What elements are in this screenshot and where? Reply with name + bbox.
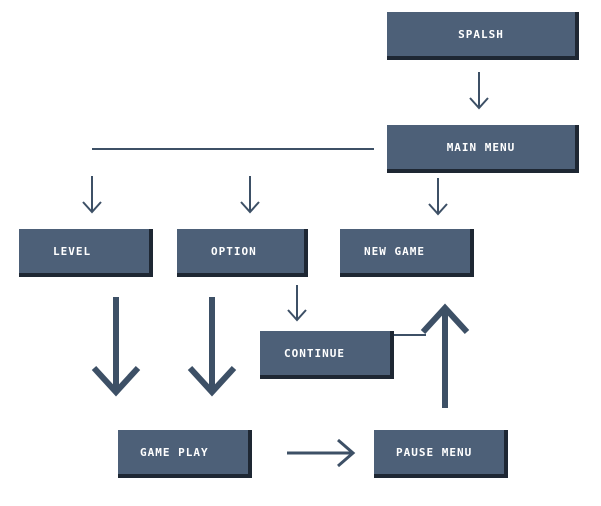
option-node[interactable]: OPTION	[177, 229, 308, 277]
continue-node[interactable]: CONTINUE	[260, 331, 394, 379]
arrow-main-menu-to-new-game	[428, 178, 448, 216]
arrow-level-to-game-play	[91, 297, 141, 397]
new-game-node[interactable]: NEW GAME	[340, 229, 474, 277]
arrow-pause-menu-to-new-game	[420, 303, 470, 408]
arrow-option-to-game-play	[187, 297, 237, 397]
arrow-splash-to-main-menu	[469, 72, 489, 110]
level-node[interactable]: LEVEL	[19, 229, 153, 277]
arrow-game-play-to-pause-menu	[287, 438, 356, 468]
arrow-option-to-continue	[287, 285, 307, 322]
splash-node[interactable]: SPALSH	[387, 12, 579, 60]
arrow-to-option	[240, 176, 260, 214]
game-play-node[interactable]: GAME PLAY	[118, 430, 252, 478]
pause-menu-node[interactable]: PAUSE MENU	[374, 430, 508, 478]
main-menu-node[interactable]: MAIN MENU	[387, 125, 579, 173]
arrow-to-level	[82, 176, 102, 214]
